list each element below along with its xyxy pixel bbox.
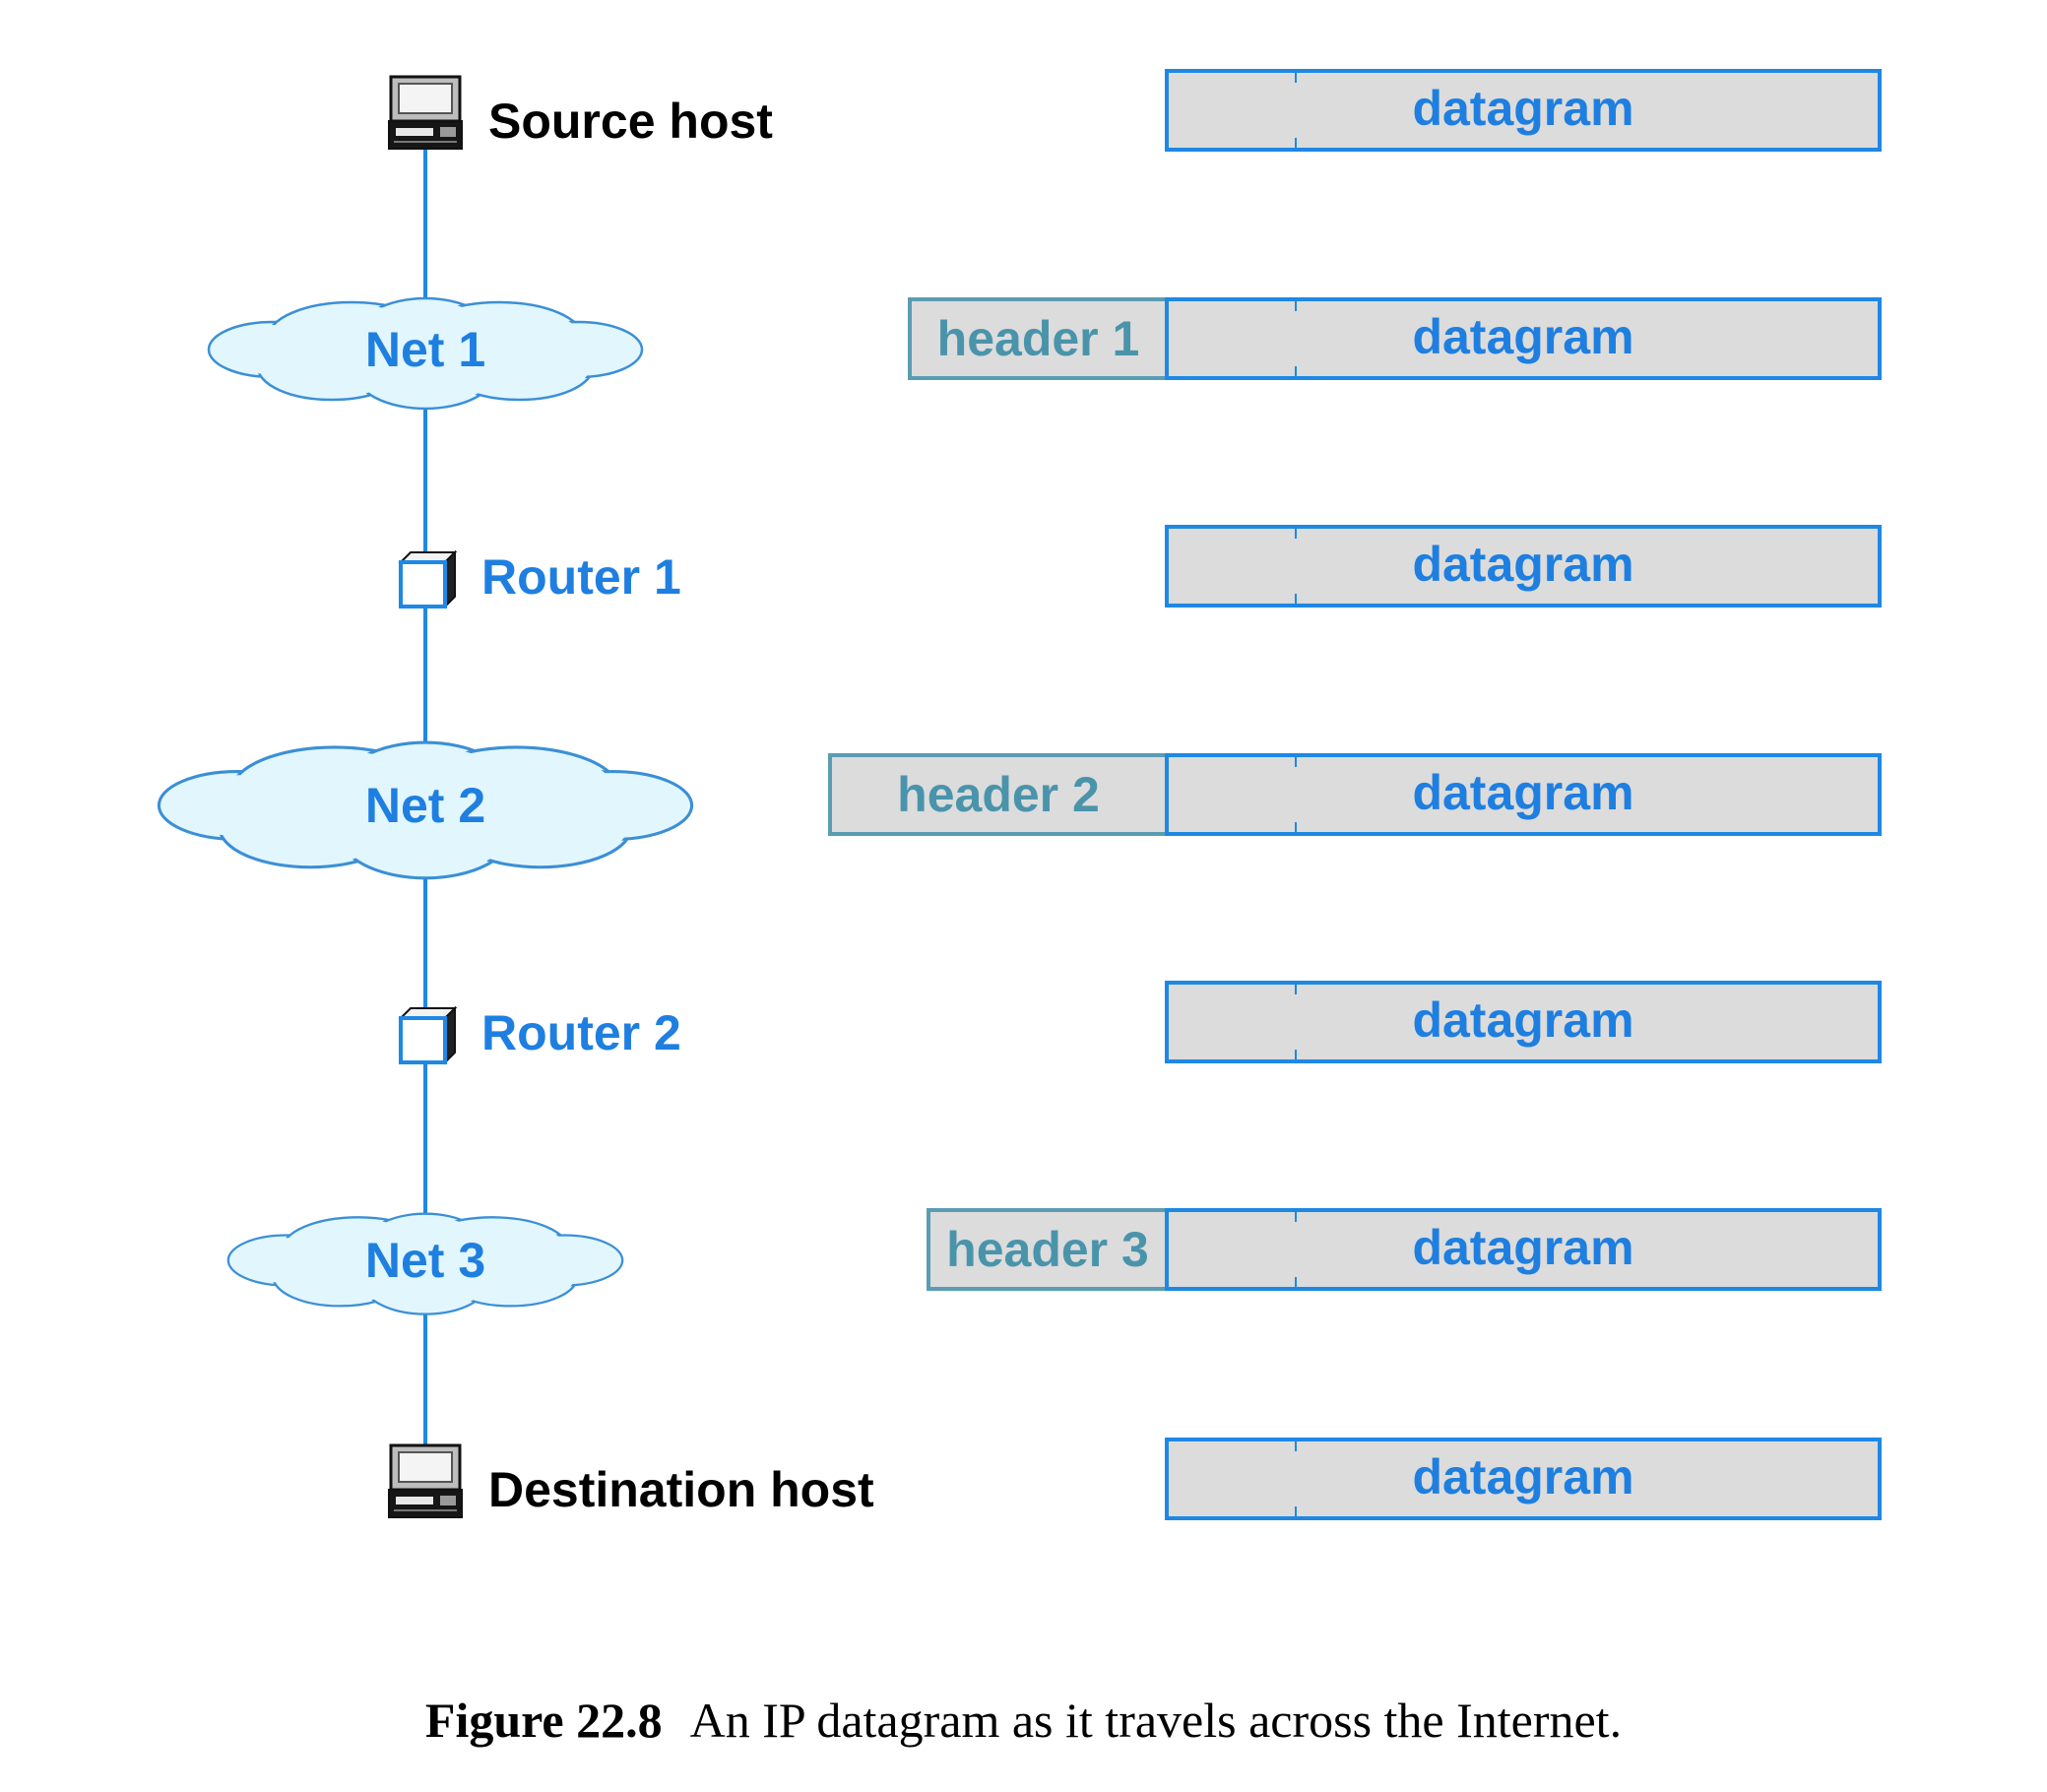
cloud-icon — [157, 740, 694, 880]
router-icon — [398, 1005, 458, 1065]
header-box — [908, 297, 1169, 380]
header-label: header 1 — [937, 311, 1140, 366]
network-label: Net 2 — [365, 778, 485, 833]
datagram-label: datagram — [1412, 81, 1633, 136]
datagram-label: datagram — [1412, 1220, 1633, 1275]
router-label: Router 1 — [481, 549, 681, 605]
figure-number: Figure 22.8 — [424, 1693, 663, 1748]
header-box — [828, 753, 1169, 836]
packet-row: datagram — [1165, 1438, 1882, 1520]
cloud-icon — [207, 296, 644, 411]
datagram-label: datagram — [1412, 1449, 1633, 1504]
host-label: Destination host — [488, 1462, 874, 1517]
packet-row: datagram — [1165, 69, 1882, 152]
datagram-box — [1165, 981, 1882, 1063]
datagram-box — [1165, 69, 1882, 152]
datagram-box — [1165, 753, 1882, 836]
network-label: Net 1 — [365, 322, 485, 377]
path-node: Net 3 — [226, 1212, 624, 1315]
datagram-box — [1165, 1438, 1882, 1520]
cloud-icon — [226, 1212, 624, 1315]
packet-row: datagram — [1165, 525, 1882, 608]
computer-icon — [388, 1443, 463, 1518]
router-icon — [398, 549, 458, 609]
datagram-label: datagram — [1412, 537, 1633, 592]
packet-row: header 2 datagram — [828, 753, 1882, 836]
network-label: Net 3 — [365, 1233, 485, 1288]
host-label: Source host — [488, 94, 773, 149]
packet-row: header 1 datagram — [908, 297, 1882, 380]
datagram-label: datagram — [1412, 765, 1633, 820]
path-node: Source host — [388, 75, 773, 150]
path-node: Destination host — [388, 1443, 874, 1518]
datagram-box — [1165, 1208, 1882, 1291]
path-node: Net 2 — [157, 740, 694, 880]
datagram-box — [1165, 297, 1882, 380]
header-label: header 3 — [946, 1222, 1149, 1277]
datagram-label: datagram — [1412, 309, 1633, 364]
datagram-label: datagram — [1412, 992, 1633, 1048]
path-node: Router 1 — [398, 549, 681, 609]
packet-row: header 3 datagram — [927, 1208, 1882, 1291]
path-node: Net 1 — [207, 296, 644, 411]
packet-row: datagram — [1165, 981, 1882, 1063]
router-label: Router 2 — [481, 1005, 681, 1060]
figure-caption: Figure 22.8 An IP datagram as it travels … — [0, 1692, 2047, 1749]
datagram-box — [1165, 525, 1882, 608]
figure-caption-text: An IP datagram as it travels across the … — [689, 1693, 1623, 1748]
header-box — [927, 1208, 1169, 1291]
header-label: header 2 — [897, 767, 1100, 822]
computer-icon — [388, 75, 463, 150]
path-node: Router 2 — [398, 1005, 681, 1065]
